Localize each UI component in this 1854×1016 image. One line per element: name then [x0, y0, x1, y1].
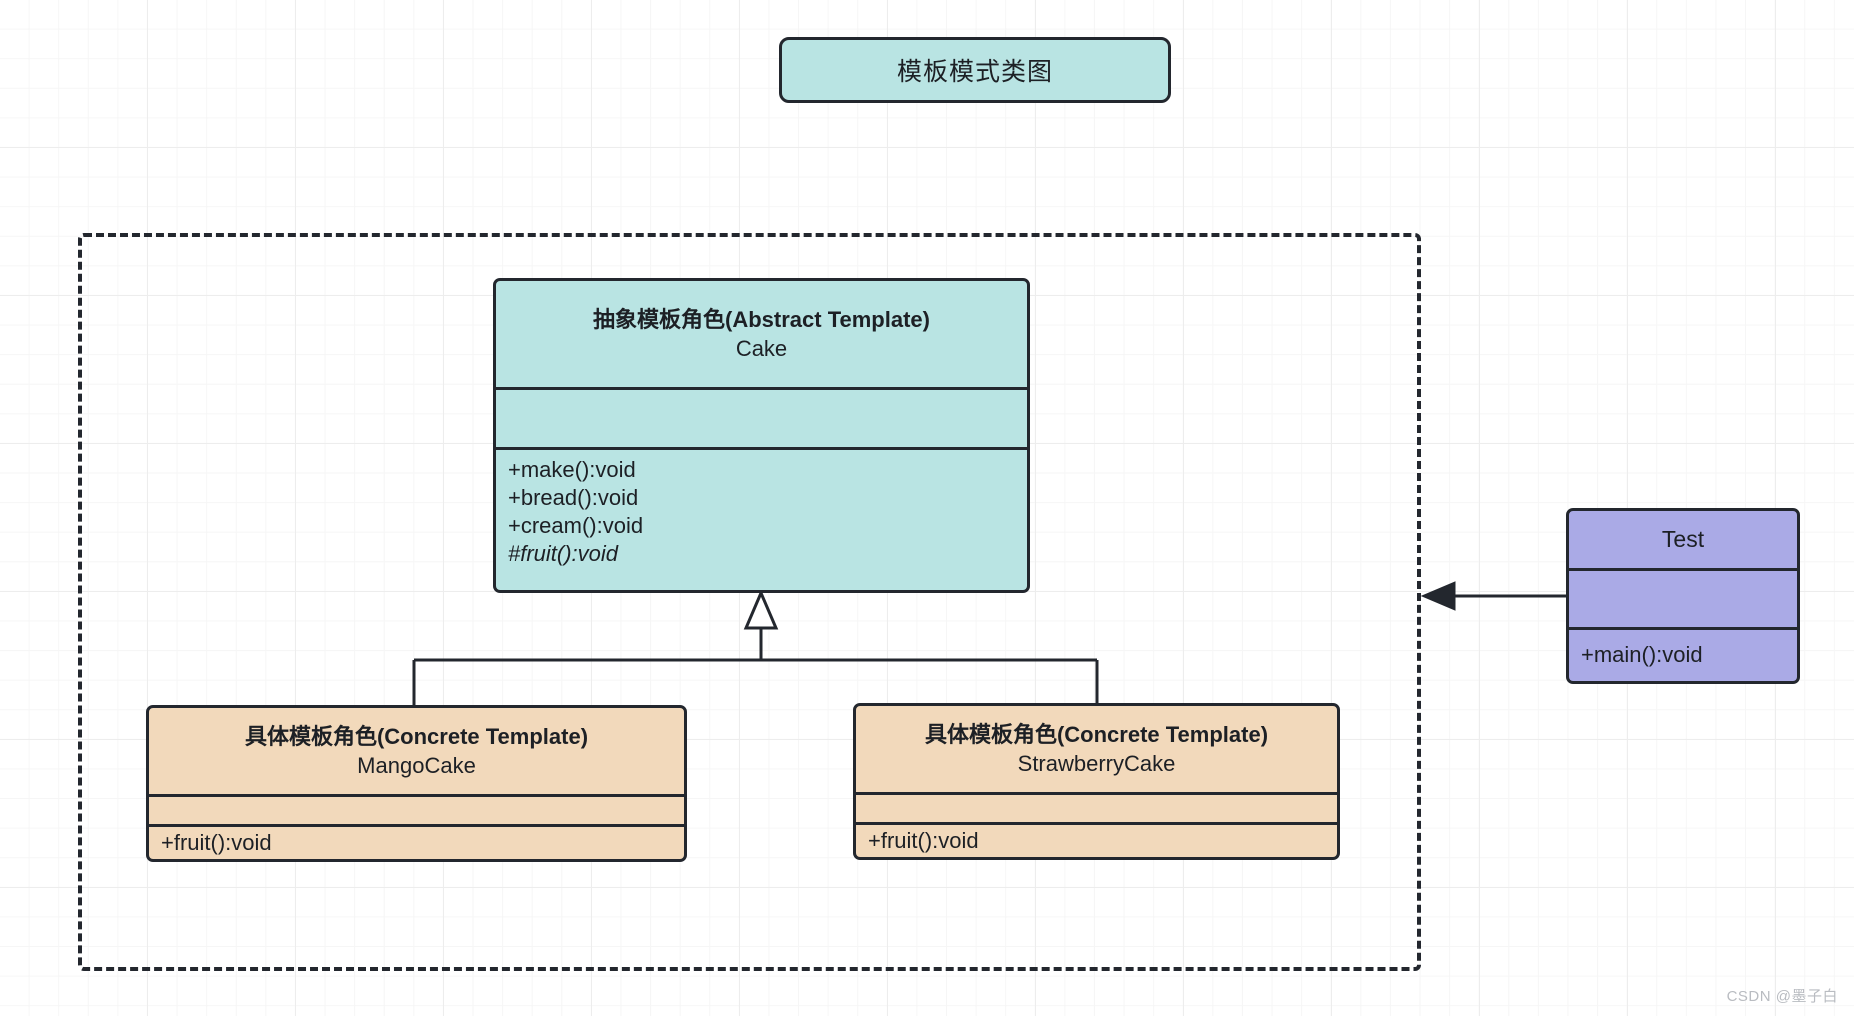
class-methods-compartment: +fruit():void	[149, 827, 684, 859]
class-divider	[149, 793, 684, 797]
class-divider	[856, 791, 1337, 795]
class-header-concrete-strawberrycake: 具体模板角色(Concrete Template) StrawberryCake	[856, 706, 1337, 792]
class-attributes-compartment	[496, 390, 1027, 447]
class-role-label: 具体模板角色(Concrete Template)	[244, 723, 589, 749]
diagram-title-box: 模板模式类图	[779, 37, 1171, 103]
class-box-concrete-strawberrycake[interactable]: 具体模板角色(Concrete Template) StrawberryCake…	[853, 703, 1340, 860]
class-divider	[496, 387, 1027, 390]
class-divider	[1569, 627, 1797, 630]
class-methods-compartment: +fruit():void	[856, 825, 1337, 857]
class-role-label: 具体模板角色(Concrete Template)	[924, 721, 1269, 747]
class-name-label: Test	[1661, 526, 1705, 553]
class-methods-compartment: +main():void	[1569, 630, 1797, 681]
class-divider	[496, 447, 1027, 450]
class-attributes-compartment	[1569, 571, 1797, 627]
class-divider	[1569, 568, 1797, 571]
class-box-abstract-template[interactable]: 抽象模板角色(Abstract Template) Cake +make():v…	[493, 278, 1030, 593]
class-box-concrete-mangocake[interactable]: 具体模板角色(Concrete Template) MangoCake +fru…	[146, 705, 687, 862]
method-item-abstract: #fruit():void	[508, 541, 619, 567]
class-name-label: MangoCake	[357, 752, 476, 778]
method-item: +make():void	[508, 457, 636, 482]
class-methods-compartment: +make():void +bread():void +cream():void…	[496, 450, 1027, 590]
method-item: +fruit():void	[868, 827, 979, 853]
class-header-concrete-mangocake: 具体模板角色(Concrete Template) MangoCake	[149, 708, 684, 794]
class-header-test-client: Test	[1569, 511, 1797, 568]
class-attributes-compartment	[856, 794, 1337, 822]
method-item: +bread():void	[508, 485, 639, 511]
solid-arrowhead	[1420, 581, 1456, 611]
class-header-abstract-template: 抽象模板角色(Abstract Template) Cake	[496, 281, 1027, 387]
class-name-label: Cake	[735, 336, 788, 361]
class-attributes-compartment	[149, 796, 684, 824]
class-box-test-client[interactable]: Test +main():void	[1566, 508, 1800, 684]
method-item: +fruit():void	[161, 829, 272, 855]
class-divider	[856, 821, 1337, 825]
method-item: +main():void	[1581, 642, 1703, 668]
package-container	[78, 233, 1421, 971]
class-divider	[149, 823, 684, 827]
method-item: +cream():void	[508, 513, 644, 539]
class-name-label: StrawberryCake	[1017, 750, 1176, 776]
watermark-text: CSDN @墨子白	[1726, 988, 1838, 1005]
class-role-label: 抽象模板角色(Abstract Template)	[593, 306, 930, 332]
page-title: 模板模式类图	[896, 58, 1053, 86]
